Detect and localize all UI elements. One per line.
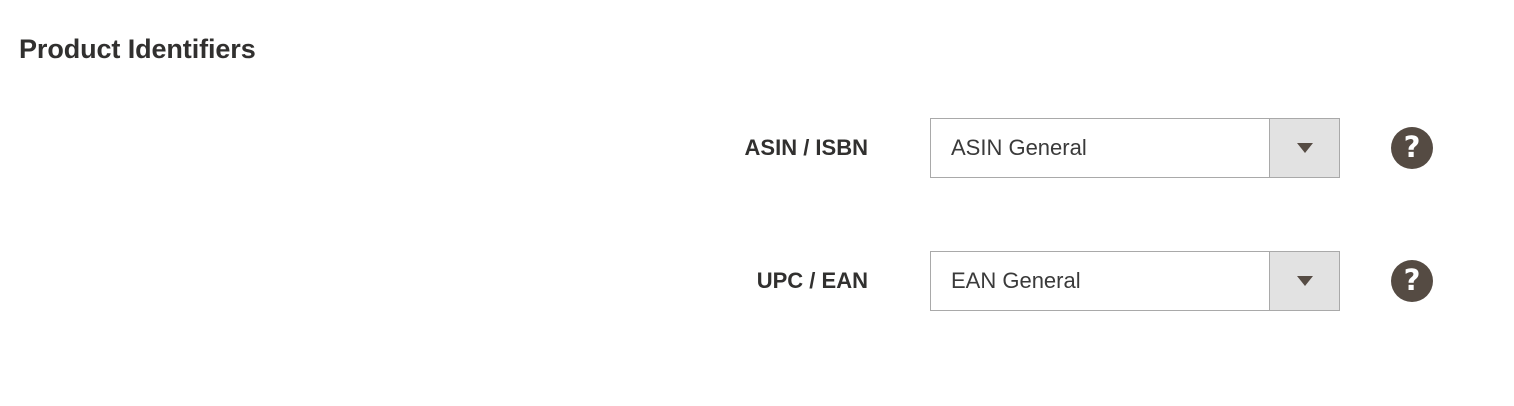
select-upc-ean-arrow-button[interactable]: [1269, 252, 1339, 310]
page-title: Product Identifiers: [19, 34, 256, 64]
chevron-down-icon: [1296, 276, 1313, 286]
help-circle-icon-upc-ean[interactable]: ?: [1391, 260, 1433, 302]
select-asin-isbn[interactable]: ASIN General: [930, 118, 1340, 178]
select-upc-ean-value[interactable]: EAN General: [931, 252, 1269, 310]
chevron-down-icon: [1296, 143, 1313, 153]
help-icon-glyph: ?: [1403, 262, 1421, 297]
help-icon-glyph: ?: [1403, 129, 1421, 164]
select-asin-isbn-value[interactable]: ASIN General: [931, 119, 1269, 177]
field-row-asin-isbn: ASIN / ISBN ASIN General ?: [0, 118, 1514, 178]
help-circle-icon-asin-isbn[interactable]: ?: [1391, 127, 1433, 169]
field-row-upc-ean: UPC / EAN EAN General ?: [0, 251, 1514, 311]
select-upc-ean[interactable]: EAN General: [930, 251, 1340, 311]
label-upc-ean: UPC / EAN: [756, 268, 868, 293]
select-asin-isbn-arrow-button[interactable]: [1269, 119, 1339, 177]
label-asin-isbn: ASIN / ISBN: [744, 135, 868, 160]
